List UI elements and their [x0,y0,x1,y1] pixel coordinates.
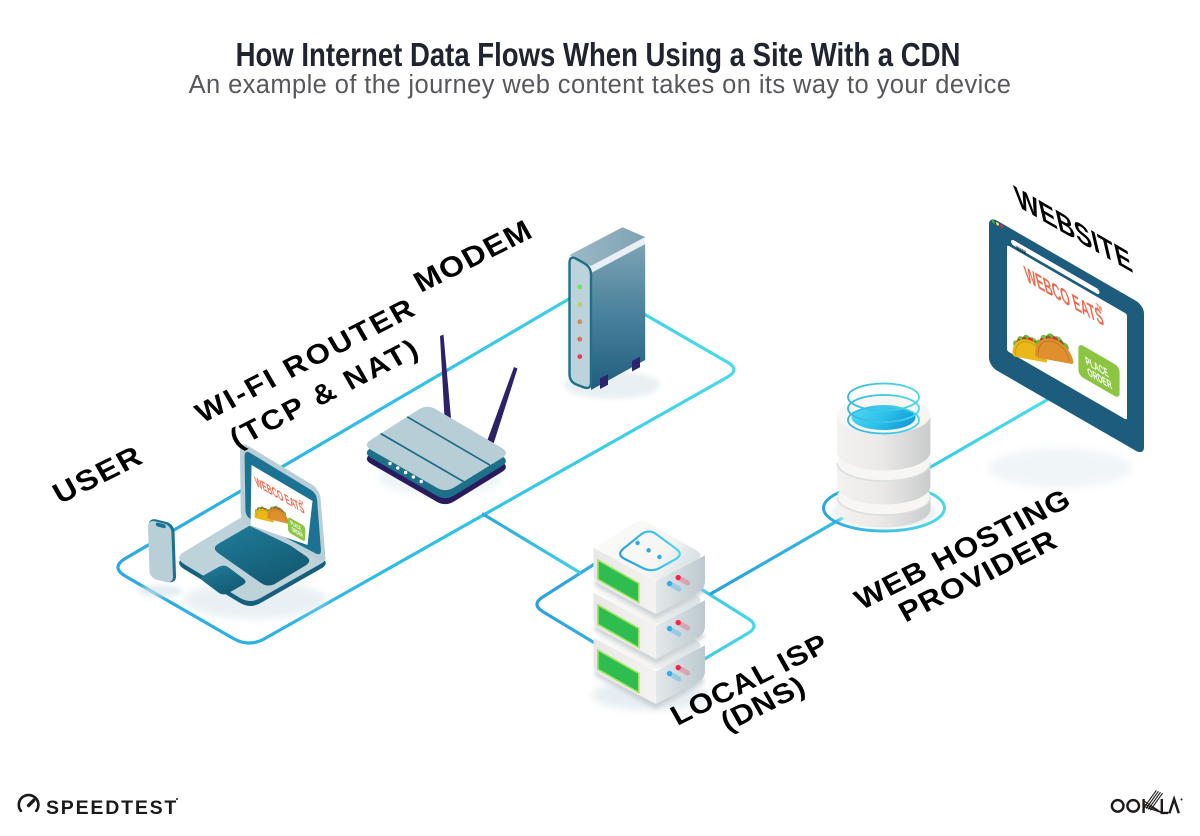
svg-text:SPEEDTEST: SPEEDTEST [46,797,178,819]
svg-text:TM: TM [298,498,304,506]
svg-text:An example of the journey web: An example of the journey web content ta… [189,71,1012,99]
svg-text:USER: USER [47,439,149,510]
svg-text:TM: TM [1095,303,1103,315]
svg-text:MODEM: MODEM [409,214,539,298]
svg-text:How Internet Data Flows When U: How Internet Data Flows When Using a Sit… [236,37,961,74]
